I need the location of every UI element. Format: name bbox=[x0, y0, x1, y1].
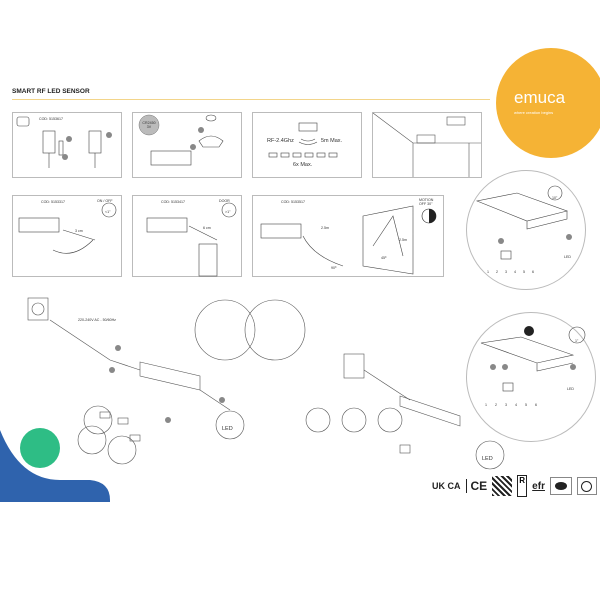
channel-numbers: 123456 bbox=[485, 403, 545, 407]
rf-range: 5m Max. bbox=[321, 138, 343, 144]
mode-label: ON / OFF bbox=[97, 199, 113, 203]
page-title: SMART RF LED SENSOR bbox=[12, 88, 90, 95]
panel-code-5153317: COD: 5153317 ON / OFF <1" 3 cm bbox=[12, 195, 122, 277]
led-label: LED bbox=[564, 255, 571, 259]
timer-label: 10" bbox=[552, 196, 558, 200]
mode-label: DOOR bbox=[219, 199, 230, 203]
detail-circle-unpair: 1" LED 123456 bbox=[466, 312, 596, 442]
decorative-shapes bbox=[0, 428, 110, 502]
product-code: COD: 5153417 bbox=[161, 200, 185, 204]
height-label: 2.5m bbox=[399, 238, 407, 242]
panel-code-5153517: COD: 5153517 MOTION OFF 30" 2.5m 90º 2.5… bbox=[252, 195, 444, 277]
panel-mounting bbox=[372, 112, 482, 178]
panel-rf-range: RF-2.4Ghz 5m Max. 6x Max. bbox=[252, 112, 362, 178]
emuca-logo: emuca where creation begins bbox=[496, 48, 600, 158]
channel-numbers: 123456 bbox=[487, 270, 541, 274]
panel-code-5153617: COD: 5153617 bbox=[12, 112, 122, 178]
ce-mark: CE bbox=[465, 479, 487, 493]
angle2-label: 45º bbox=[381, 256, 387, 260]
certification-logos: UK CA CE R efr bbox=[432, 474, 597, 498]
distance-label: 6 cm bbox=[203, 226, 211, 230]
max-sensors: 6x Max. bbox=[293, 162, 313, 168]
product-code: COD: 5153517 bbox=[281, 200, 305, 204]
r-mark: R bbox=[517, 475, 528, 497]
rf-frequency: RF-2.4Ghz bbox=[267, 138, 294, 144]
efr-mark: efr bbox=[532, 480, 545, 492]
led-label: LED bbox=[222, 426, 233, 432]
panel-battery: CR2450 3V bbox=[132, 112, 242, 178]
battery-label: CR2450 3V bbox=[142, 121, 156, 129]
angle-label: 90º bbox=[331, 266, 337, 270]
detail-circle-pairing: 10" LED 123456 bbox=[466, 170, 586, 290]
logo-name: emuca bbox=[514, 88, 566, 107]
qr-code bbox=[492, 476, 513, 496]
distance-label: 3 cm bbox=[75, 229, 83, 233]
badge-icon bbox=[549, 477, 572, 495]
product-code: COD: 5153617 bbox=[39, 117, 63, 121]
ukca-mark: UK CA bbox=[432, 481, 461, 491]
wiring-diagram-right: LED bbox=[300, 340, 505, 480]
product-code: COD: 5153317 bbox=[41, 200, 65, 204]
title-divider bbox=[12, 99, 490, 100]
timer-label: >1" bbox=[225, 210, 231, 214]
timer-label: 1" bbox=[575, 339, 579, 343]
led-label: LED bbox=[482, 456, 493, 462]
voltage-label: 220-240V AC - 50/60Hz bbox=[78, 318, 116, 322]
led-label: LED bbox=[567, 387, 574, 391]
distance-label: 2.5m bbox=[321, 226, 329, 230]
panel-code-5153417: COD: 5153417 DOOR >1" 6 cm bbox=[132, 195, 242, 277]
seal-icon bbox=[576, 477, 597, 495]
wiring-diagram-left: 220-240V AC - 50/60Hz LED bbox=[0, 290, 330, 490]
mode-label: MOTION OFF 30" bbox=[419, 198, 434, 206]
timer-label: <1" bbox=[105, 210, 111, 214]
logo-tagline: where creation begins bbox=[514, 110, 554, 115]
